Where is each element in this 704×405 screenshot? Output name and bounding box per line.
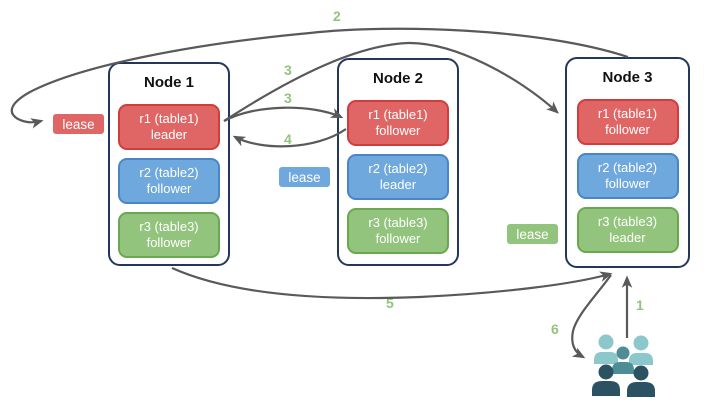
- replica-label: r2 (table2): [368, 160, 428, 176]
- replica-label: r1 (table1): [139, 110, 199, 126]
- lease-badge-green: lease: [505, 222, 560, 246]
- step-label-4: 4: [284, 131, 292, 147]
- replica-label: r3 (table3): [597, 213, 658, 229]
- users-icon: [592, 334, 655, 397]
- lease-badge-blue: lease: [277, 165, 332, 189]
- replica-role: leader: [150, 127, 188, 142]
- replica-role: leader: [379, 177, 417, 192]
- step-label-1: 1: [636, 297, 644, 313]
- replica-r1: r1 (table1) leader: [118, 104, 220, 150]
- replica-r3: r3 (table3) follower: [347, 208, 449, 254]
- node-title: Node 3: [602, 69, 653, 86]
- step-label-3b: 3: [284, 90, 292, 106]
- step-label-3a: 3: [284, 62, 292, 78]
- arrow-step-2: [10, 27, 629, 129]
- arrow-step-5: [171, 266, 613, 300]
- node-title: Node 2: [372, 70, 423, 87]
- replica-r3: r3 (table3) follower: [118, 212, 220, 258]
- step-label-5: 5: [386, 295, 394, 311]
- replica-label: r2 (table2): [139, 164, 199, 180]
- arrow-step-3-to-node2: [223, 106, 344, 122]
- replica-role: follower: [146, 181, 192, 196]
- replica-role: follower: [375, 231, 421, 246]
- node-card-3: Node 3 r1 (table1) follower r2 (table2) …: [565, 57, 690, 268]
- replica-r2: r2 (table2) follower: [118, 158, 220, 204]
- node-title: Node 1: [143, 74, 194, 91]
- lease-badge-red: lease: [51, 112, 106, 136]
- node-card-1: Node 1 r1 (table1) leader r2 (table2) fo…: [108, 62, 230, 266]
- replica-role: follower: [375, 123, 421, 138]
- replica-role: follower: [605, 122, 650, 137]
- replica-label: r1 (table1): [597, 105, 658, 121]
- replica-r3: r3 (table3) leader: [576, 207, 679, 253]
- replica-r2: r2 (table2) leader: [347, 154, 449, 200]
- replica-role: follower: [605, 176, 650, 191]
- replica-r1: r1 (table1) follower: [347, 100, 449, 146]
- replica-r2: r2 (table2) follower: [576, 153, 679, 199]
- replica-label: r1 (table1): [368, 106, 428, 122]
- step-label-6: 6: [551, 321, 559, 337]
- replica-label: r2 (table2): [597, 159, 658, 175]
- replica-label: r3 (table3): [368, 214, 428, 230]
- replica-r1: r1 (table1) follower: [576, 99, 679, 145]
- replica-label: r3 (table3): [139, 218, 199, 234]
- step-label-2: 2: [333, 8, 341, 24]
- node-card-2: Node 2 r1 (table1) follower r2 (table2) …: [337, 58, 459, 266]
- replica-role: follower: [146, 235, 192, 250]
- replica-role: leader: [609, 230, 646, 245]
